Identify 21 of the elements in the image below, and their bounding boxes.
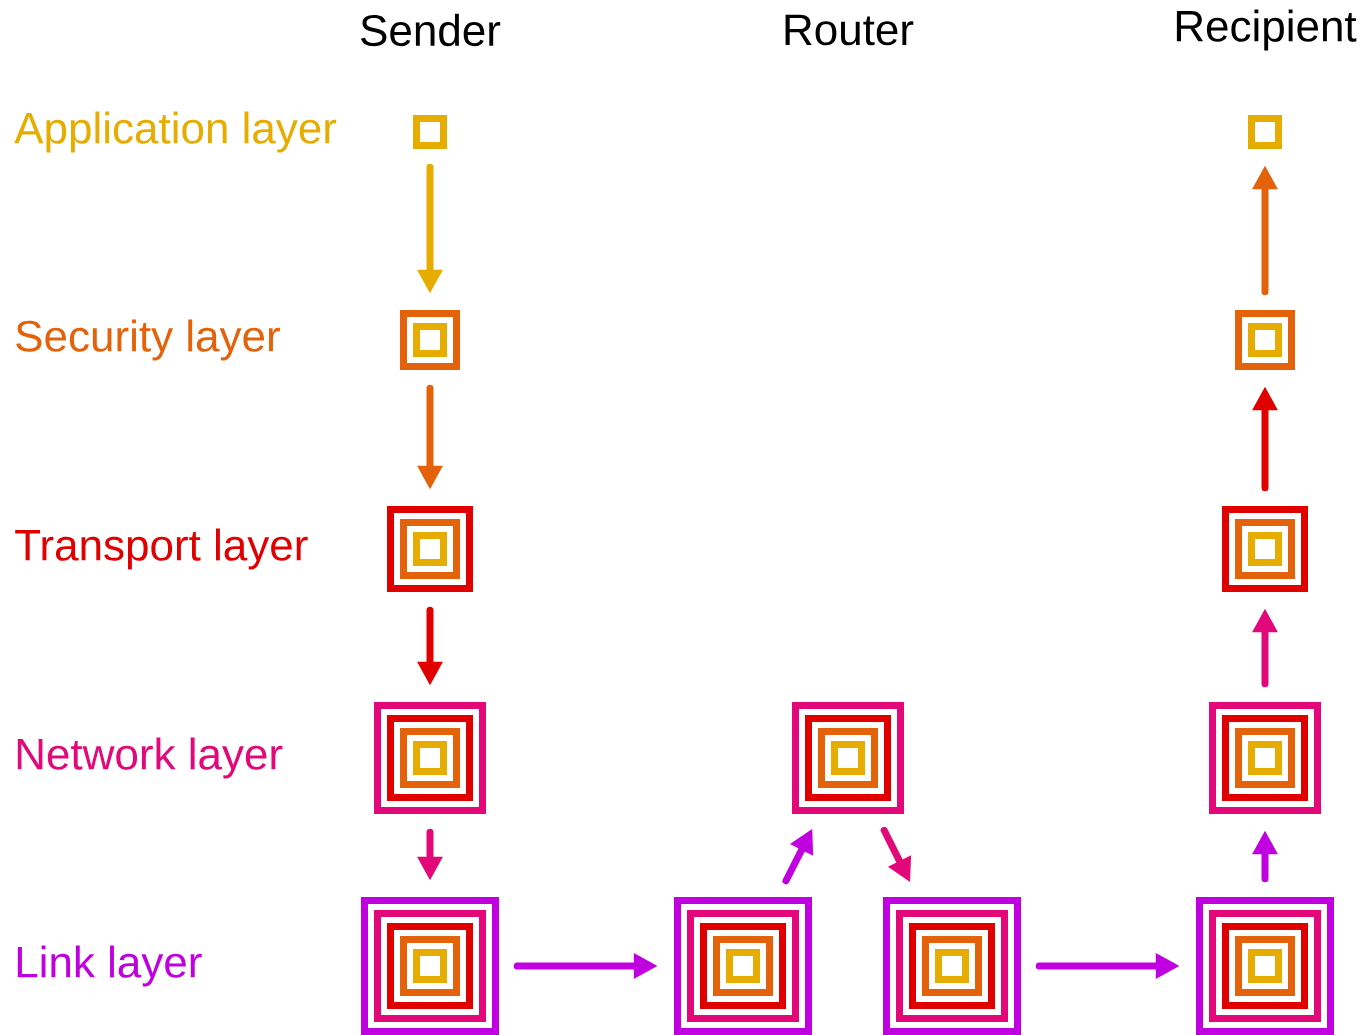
packet-drawing <box>413 115 447 149</box>
layer-label: Link layer <box>17 945 202 987</box>
layer-label: Security layer <box>16 319 280 361</box>
layer-label: Network layer <box>17 737 283 779</box>
packet-drawing <box>1196 897 1334 1035</box>
packet-drawing <box>883 897 1021 1035</box>
layer-label: Transport layer <box>15 528 308 570</box>
packet-drawing <box>374 702 486 814</box>
packet-drawing <box>361 897 499 1035</box>
packet-drawing <box>1209 702 1321 814</box>
column-heading: Router <box>785 14 914 46</box>
column-heading: Sender <box>361 13 501 47</box>
packet-drawing <box>387 506 473 592</box>
packet-drawing <box>792 702 904 814</box>
column-heading: Recipient <box>1176 9 1357 51</box>
layer-label: Application layer <box>14 111 337 153</box>
packet-drawing <box>1248 115 1282 149</box>
packet-drawing <box>1235 310 1295 370</box>
packet-drawing <box>400 310 460 370</box>
packet-drawing <box>1222 506 1308 592</box>
packet-drawing <box>674 897 812 1035</box>
